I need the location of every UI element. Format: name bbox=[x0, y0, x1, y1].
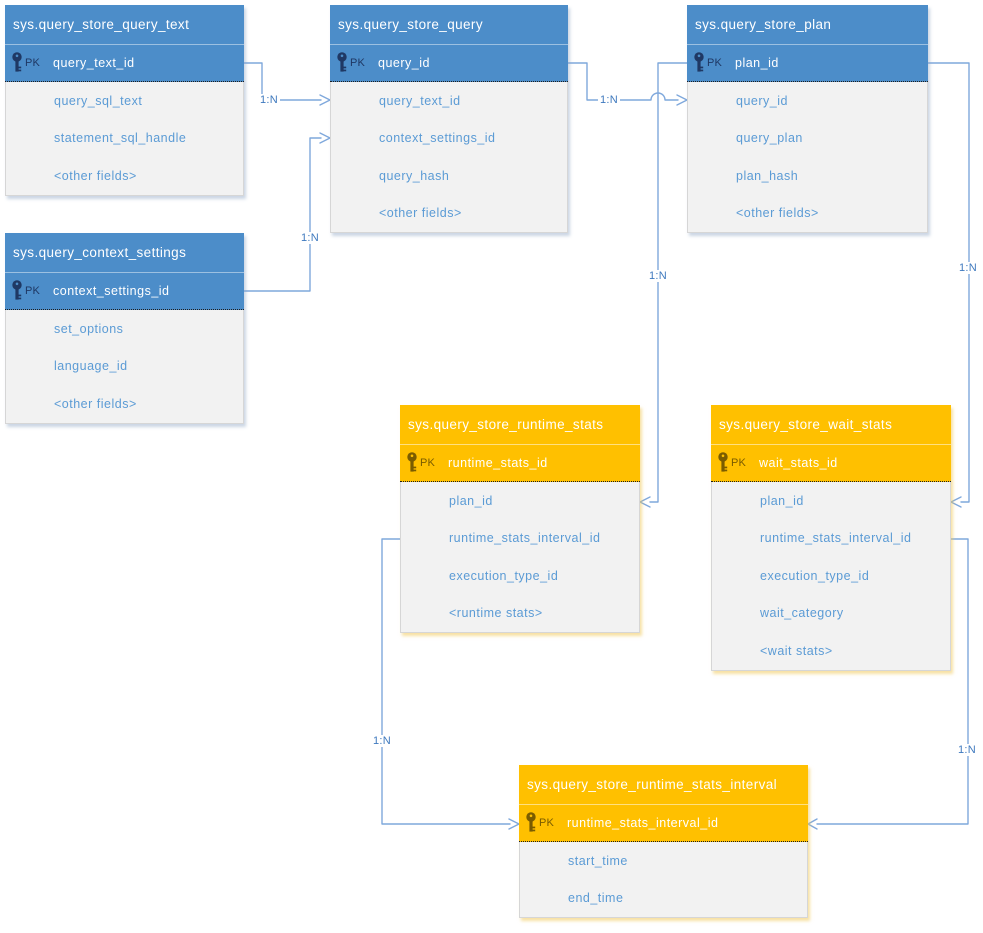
field-row: query_id bbox=[736, 93, 788, 108]
primary-key-row: PK query_text_id bbox=[5, 44, 244, 82]
entity-query-store-runtime-stats-interval: sys.query_store_runtime_stats_interval P… bbox=[519, 765, 808, 918]
connector-waitstats-to-interval bbox=[816, 538, 969, 825]
field-row: plan_id bbox=[449, 493, 493, 508]
key-icon bbox=[694, 52, 704, 72]
pk-field-name: wait_stats_id bbox=[759, 456, 838, 470]
pk-field-name: plan_id bbox=[735, 56, 779, 70]
cardinality-label: 1:N bbox=[646, 270, 670, 282]
pk-badge: PK bbox=[25, 285, 41, 297]
field-row: <runtime stats> bbox=[449, 606, 543, 621]
entity-body: set_options language_id <other fields> bbox=[5, 310, 244, 424]
field-row: query_plan bbox=[736, 131, 803, 146]
connector-query-to-plan bbox=[567, 62, 679, 101]
key-icon bbox=[12, 52, 22, 72]
entity-title: sys.query_context_settings bbox=[5, 233, 244, 272]
field-row: <other fields> bbox=[54, 396, 137, 411]
entity-body: query_text_id context_settings_id query_… bbox=[330, 82, 568, 233]
field-row: query_text_id bbox=[379, 93, 461, 108]
field-row: context_settings_id bbox=[379, 131, 496, 146]
primary-key-row: PK runtime_stats_id bbox=[400, 444, 640, 482]
arrowhead-left bbox=[950, 496, 962, 508]
connector-querytext-to-query bbox=[243, 62, 322, 101]
entity-body: query_id query_plan plan_hash <other fie… bbox=[687, 82, 928, 233]
entity-body: start_time end_time bbox=[519, 842, 808, 918]
pk-field-name: context_settings_id bbox=[53, 284, 170, 298]
entity-query-store-plan: sys.query_store_plan PK plan_id query_id… bbox=[687, 5, 928, 233]
entity-query-store-wait-stats: sys.query_store_wait_stats PK wait_stats… bbox=[711, 405, 951, 671]
entity-query-store-runtime-stats: sys.query_store_runtime_stats PK runtime… bbox=[400, 405, 640, 633]
pk-badge: PK bbox=[707, 57, 723, 69]
field-row: <other fields> bbox=[54, 168, 137, 183]
primary-key-row: PK wait_stats_id bbox=[711, 444, 951, 482]
pk-badge: PK bbox=[25, 57, 41, 69]
arrowhead-left bbox=[807, 818, 818, 830]
pk-badge: PK bbox=[420, 457, 436, 469]
connector-plan-to-waitstats bbox=[927, 62, 970, 503]
field-row: <other fields> bbox=[379, 206, 462, 221]
field-row: plan_id bbox=[760, 493, 804, 508]
pk-badge: PK bbox=[350, 57, 366, 69]
field-row: execution_type_id bbox=[760, 568, 870, 583]
cardinality-label: 1:N bbox=[955, 744, 979, 756]
pk-badge: PK bbox=[731, 457, 747, 469]
primary-key-row: PK plan_id bbox=[687, 44, 928, 82]
entity-body: plan_id runtime_stats_interval_id execut… bbox=[711, 482, 951, 671]
field-row: wait_category bbox=[760, 606, 844, 621]
field-row: plan_hash bbox=[736, 168, 799, 183]
entity-query-store-query: sys.query_store_query PK query_id query_… bbox=[330, 5, 568, 233]
cardinality-label: 1:N bbox=[298, 232, 322, 244]
field-row: runtime_stats_interval_id bbox=[760, 531, 912, 546]
pk-field-name: query_id bbox=[378, 56, 430, 70]
connector-runtimestats-to-interval bbox=[381, 538, 511, 825]
entity-title: sys.query_store_runtime_stats bbox=[400, 405, 640, 444]
key-icon bbox=[407, 452, 417, 472]
key-icon bbox=[718, 452, 728, 472]
field-row: execution_type_id bbox=[449, 568, 559, 583]
primary-key-row: PK context_settings_id bbox=[5, 272, 244, 310]
cardinality-label: 1:N bbox=[597, 94, 621, 106]
field-row: statement_sql_handle bbox=[54, 131, 187, 146]
entity-query-context-settings: sys.query_context_settings PK context_se… bbox=[5, 233, 244, 424]
field-row: <other fields> bbox=[736, 206, 819, 221]
field-row: end_time bbox=[568, 891, 624, 906]
field-row: start_time bbox=[568, 853, 628, 868]
pk-field-name: runtime_stats_id bbox=[448, 456, 548, 470]
cardinality-label: 1:N bbox=[257, 94, 281, 106]
field-row: <wait stats> bbox=[760, 643, 833, 658]
primary-key-row: PK runtime_stats_interval_id bbox=[519, 804, 808, 842]
key-icon bbox=[337, 52, 347, 72]
entity-body: query_sql_text statement_sql_handle <oth… bbox=[5, 82, 244, 196]
field-row: query_hash bbox=[379, 168, 450, 183]
field-row: query_sql_text bbox=[54, 93, 143, 108]
entity-title: sys.query_store_plan bbox=[687, 5, 928, 44]
entity-body: plan_id runtime_stats_interval_id execut… bbox=[400, 482, 640, 633]
pk-badge: PK bbox=[539, 817, 555, 829]
connector-plan-to-runtimestats bbox=[649, 62, 688, 503]
key-icon bbox=[12, 280, 22, 300]
primary-key-row: PK query_id bbox=[330, 44, 568, 82]
pk-field-name: query_text_id bbox=[53, 56, 135, 70]
entity-title: sys.query_store_wait_stats bbox=[711, 405, 951, 444]
pk-field-name: runtime_stats_interval_id bbox=[567, 816, 719, 830]
entity-title: sys.query_store_query bbox=[330, 5, 568, 44]
connector-contextsettings-to-query bbox=[243, 137, 322, 292]
cardinality-label: 1:N bbox=[956, 262, 980, 274]
field-row: runtime_stats_interval_id bbox=[449, 531, 601, 546]
entity-query-store-query-text: sys.query_store_query_text PK query_text… bbox=[5, 5, 244, 196]
entity-title: sys.query_store_query_text bbox=[5, 5, 244, 44]
key-icon bbox=[526, 812, 536, 832]
entity-title: sys.query_store_runtime_stats_interval bbox=[519, 765, 808, 804]
field-row: language_id bbox=[54, 359, 128, 374]
field-row: set_options bbox=[54, 321, 124, 336]
arrowhead-left bbox=[639, 496, 651, 508]
cardinality-label: 1:N bbox=[370, 735, 394, 747]
